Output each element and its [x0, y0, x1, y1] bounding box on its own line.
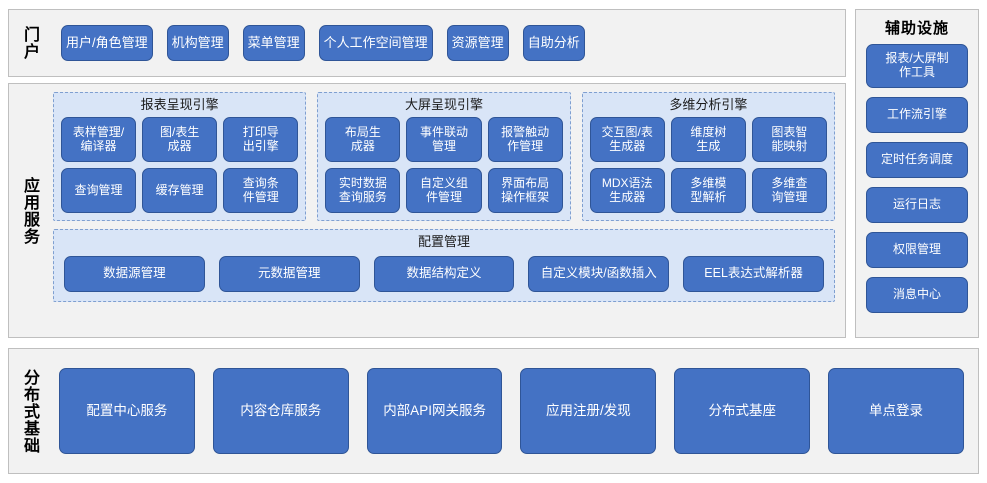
aux-item-message-center[interactable]: 消息中心	[866, 277, 968, 313]
config-item-eel-expression-parser[interactable]: EEL表达式解析器	[683, 255, 824, 292]
auxiliary-facilities-title: 辅助设施	[884, 20, 949, 37]
report-item-template-compiler[interactable]: 表样管理/ 编译器	[61, 117, 137, 163]
portal-item-workspace[interactable]: 个人工作空间管理	[318, 25, 433, 61]
config-item-custom-module-function-insert[interactable]: 自定义模块/函数插入	[528, 255, 670, 292]
engine-panel-bigscreen: 大屏呈现引擎 布局生 成器 事件联动 管理 报警触动 作管理 实时数据 查询服务…	[317, 92, 571, 222]
bigscreen-item-alarm-action-management[interactable]: 报警触动 作管理	[487, 117, 563, 163]
distributed-base-body: 配置中心服务 内容仓库服务 内部API网关服务 应用注册/发现 分布式基座 单点…	[49, 349, 978, 473]
bigscreen-item-ui-layout-framework[interactable]: 界面布局 操作框架	[487, 168, 563, 214]
portal-item-org[interactable]: 机构管理	[166, 25, 229, 61]
dist-item-content-repository-service[interactable]: 内容仓库服务	[212, 368, 349, 454]
distributed-base-section: 分布式基础 配置中心服务 内容仓库服务 内部API网关服务 应用注册/发现 分布…	[8, 348, 979, 474]
aux-item-permission-management[interactable]: 权限管理	[866, 232, 968, 268]
bigscreen-item-realtime-data-query-service[interactable]: 实时数据 查询服务	[325, 168, 401, 214]
aux-item-runtime-log[interactable]: 运行日志	[866, 187, 968, 223]
report-item-chart-table-generator[interactable]: 图/表生 成器	[142, 117, 218, 163]
config-management-title: 配置管理	[417, 234, 470, 250]
engine-grid-report: 表样管理/ 编译器 图/表生 成器 打印导 出引擎 查询管理 缓存管理 查询条 …	[61, 117, 299, 214]
application-services-section: 应用服务 报表呈现引擎 表样管理/ 编译器 图/表生 成器 打印导 出引擎 查询…	[8, 83, 846, 338]
aux-item-report-bigscreen-authoring-tool[interactable]: 报表/大屏制 作工具	[866, 44, 968, 88]
portal-item-row: 用户/角色管理 机构管理 菜单管理 个人工作空间管理 资源管理 自助分析	[49, 25, 845, 61]
portal-section-label: 门户	[20, 26, 38, 60]
olap-item-smart-chart-mapping[interactable]: 图表智 能映射	[751, 117, 827, 163]
bigscreen-item-layout-generator[interactable]: 布局生 成器	[325, 117, 401, 163]
dist-item-config-center-service[interactable]: 配置中心服务	[59, 368, 195, 454]
config-item-metadata-management[interactable]: 元数据管理	[218, 255, 360, 292]
olap-item-mdx-syntax-generator[interactable]: MDX语法 生成器	[589, 168, 665, 214]
config-item-datasource-management[interactable]: 数据源管理	[64, 255, 205, 292]
engines-row: 报表呈现引擎 表样管理/ 编译器 图/表生 成器 打印导 出引擎 查询管理 缓存…	[53, 92, 835, 222]
dist-item-internal-api-gateway-service[interactable]: 内部API网关服务	[366, 368, 503, 454]
report-item-cache-management[interactable]: 缓存管理	[142, 168, 218, 214]
bigscreen-item-event-linkage-management[interactable]: 事件联动 管理	[406, 117, 482, 163]
engine-grid-bigscreen: 布局生 成器 事件联动 管理 报警触动 作管理 实时数据 查询服务 自定义组 件…	[325, 117, 563, 214]
portal-item-user-role[interactable]: 用户/角色管理	[61, 25, 153, 61]
engine-panel-report: 报表呈现引擎 表样管理/ 编译器 图/表生 成器 打印导 出引擎 查询管理 缓存…	[53, 92, 307, 222]
bigscreen-item-custom-component-management[interactable]: 自定义组 件管理	[406, 168, 482, 214]
engine-panel-olap: 多维分析引擎 交互图/表 生成器 维度树 生成 图表智 能映射 MDX语法 生成…	[581, 92, 835, 222]
engine-title-bigscreen: 大屏呈现引擎	[404, 97, 483, 112]
distributed-base-row: 配置中心服务 内容仓库服务 内部API网关服务 应用注册/发现 分布式基座 单点…	[49, 368, 978, 454]
portal-item-resource[interactable]: 资源管理	[446, 25, 509, 61]
config-management-row: 数据源管理 元数据管理 数据结构定义 自定义模块/函数插入 EEL表达式解析器	[64, 255, 824, 292]
config-management-panel: 配置管理 数据源管理 元数据管理 数据结构定义 自定义模块/函数插入 EEL表达…	[53, 229, 835, 302]
dist-item-single-sign-on[interactable]: 单点登录	[828, 368, 964, 454]
olap-item-dimension-tree-generation[interactable]: 维度树 生成	[670, 117, 746, 163]
aux-item-scheduled-task-scheduling[interactable]: 定时任务调度	[866, 142, 968, 178]
portal-section: 门户 用户/角色管理 机构管理 菜单管理 个人工作空间管理 资源管理 自助分析	[8, 9, 846, 77]
dist-item-distributed-foundation[interactable]: 分布式基座	[674, 368, 811, 454]
olap-item-multidim-query-management[interactable]: 多维查 询管理	[751, 168, 827, 214]
dist-item-app-registry-discovery[interactable]: 应用注册/发现	[520, 368, 657, 454]
engine-title-olap: 多维分析引擎	[669, 97, 748, 112]
report-item-query-condition-management[interactable]: 查询条 件管理	[223, 168, 299, 214]
portal-item-self-service-analysis[interactable]: 自助分析	[522, 25, 585, 61]
olap-item-interactive-chart-generator[interactable]: 交互图/表 生成器	[589, 117, 665, 163]
application-services-section-label: 应用服务	[20, 176, 38, 245]
olap-item-multidim-model-parsing[interactable]: 多维模 型解析	[670, 168, 746, 214]
application-services-body: 报表呈现引擎 表样管理/ 编译器 图/表生 成器 打印导 出引擎 查询管理 缓存…	[49, 84, 845, 337]
auxiliary-facilities-section: 辅助设施 报表/大屏制 作工具 工作流引擎 定时任务调度 运行日志 权限管理 消…	[855, 9, 979, 338]
engine-title-report: 报表呈现引擎	[140, 97, 219, 112]
report-item-query-management[interactable]: 查询管理	[61, 168, 137, 214]
auxiliary-facilities-list: 报表/大屏制 作工具 工作流引擎 定时任务调度 运行日志 权限管理 消息中心	[866, 44, 968, 329]
distributed-base-section-label: 分布式基础	[20, 368, 38, 454]
config-item-data-structure-definition[interactable]: 数据结构定义	[373, 255, 515, 292]
report-item-print-export-engine[interactable]: 打印导 出引擎	[223, 117, 299, 163]
aux-item-workflow-engine[interactable]: 工作流引擎	[866, 97, 968, 133]
portal-section-body: 用户/角色管理 机构管理 菜单管理 个人工作空间管理 资源管理 自助分析	[49, 10, 845, 76]
engine-grid-olap: 交互图/表 生成器 维度树 生成 图表智 能映射 MDX语法 生成器 多维模 型…	[589, 117, 827, 214]
portal-item-menu[interactable]: 菜单管理	[242, 25, 305, 61]
